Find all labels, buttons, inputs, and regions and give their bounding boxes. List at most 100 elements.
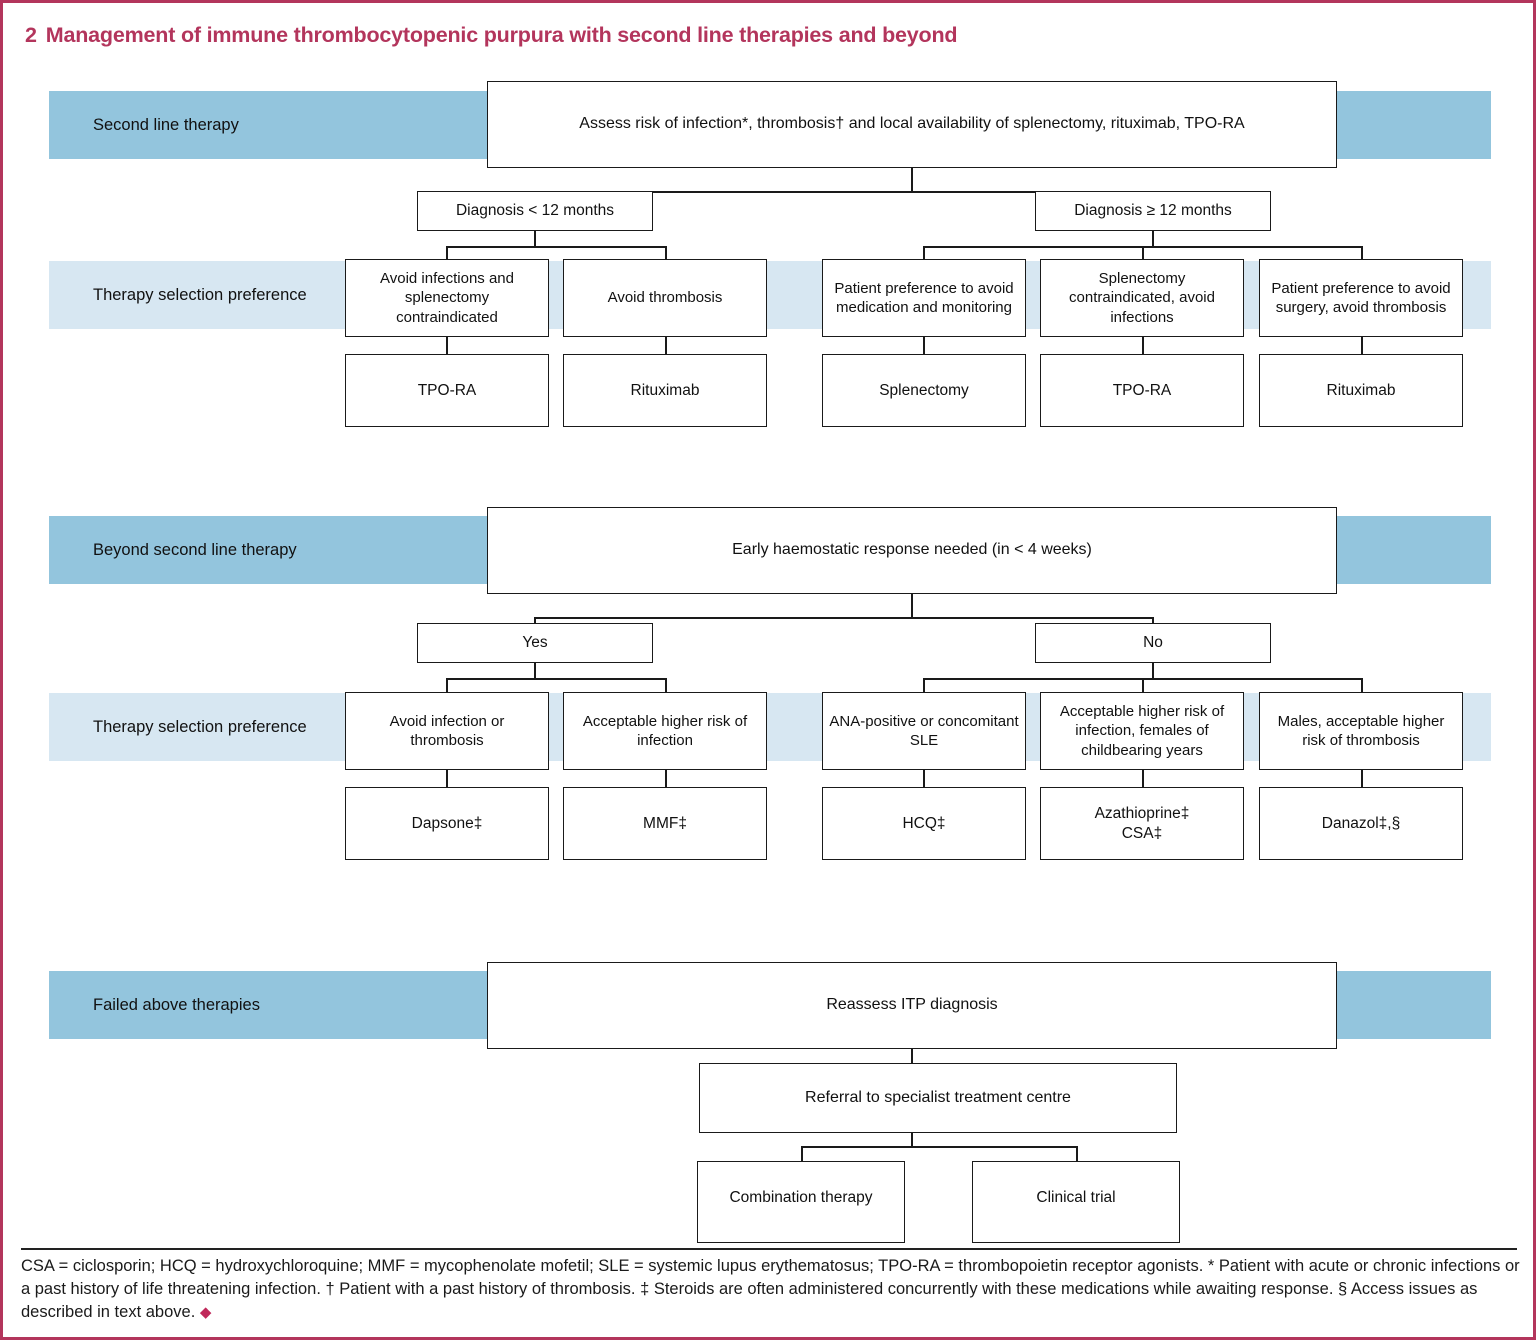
box-pref-5-label: Patient preference to avoid surgery, avo… xyxy=(1271,279,1451,316)
band-label-second-line: Second line therapy xyxy=(93,115,239,134)
connector-s2-root-bar xyxy=(534,617,1154,619)
connector-s1-left-bar xyxy=(446,246,666,248)
connector-s2-t5 xyxy=(1361,770,1363,787)
box-therapy-1-label: TPO-RA xyxy=(417,381,477,399)
connector-s3-opt2-drop xyxy=(1076,1146,1078,1162)
connector-s2-t4 xyxy=(1142,770,1144,787)
connector-s1-t4 xyxy=(1142,337,1144,354)
band-label-beyond-second-line: Beyond second line therapy xyxy=(93,540,297,559)
connector-s2-left-stem xyxy=(534,663,536,679)
box-s2-pref-2-label: Acceptable higher risk of infection xyxy=(582,712,748,749)
box-combination-therapy: Combination therapy xyxy=(697,1161,905,1243)
connector-s2-pref5-drop xyxy=(1361,678,1363,692)
box-therapy-dapsone: Dapsone‡ xyxy=(345,787,549,860)
connector-s2-pref3-drop xyxy=(923,678,925,692)
box-therapy-mmf: MMF‡ xyxy=(563,787,767,860)
box-diagnosis-less-12-months-label: Diagnosis < 12 months xyxy=(455,202,615,220)
box-s2-therapy-3-label: HCQ‡ xyxy=(902,814,946,832)
box-s2-pref-3-label: ANA-positive or concomitant SLE xyxy=(829,712,1019,749)
box-pref-avoid-surgery-avoid-thrombosis: Patient preference to avoid surgery, avo… xyxy=(1259,259,1463,337)
box-pref-avoid-infections-splenectomy-contraindicated: Avoid infections and splenectomy contrai… xyxy=(345,259,549,337)
connector-s1-t5 xyxy=(1361,337,1363,354)
box-pref-4-label: Splenectomy contraindicated, avoid infec… xyxy=(1069,270,1215,326)
box-pref-avoid-infection-or-thrombosis: Avoid infection or thrombosis xyxy=(345,692,549,770)
box-therapy-5-label: Rituximab xyxy=(1326,381,1396,399)
connector-s2-t1 xyxy=(446,770,448,787)
connector-s2-t3 xyxy=(923,770,925,787)
box-s2-therapy-4-line2: CSA‡ xyxy=(1121,824,1163,842)
box-early-response-no: No xyxy=(1035,623,1271,663)
box-s2-pref-4-label: Acceptable higher risk of infection, fem… xyxy=(1059,703,1225,759)
box-therapy-3-label: Splenectomy xyxy=(879,381,969,399)
figure-title-text: Management of immune thrombocytopenic pu… xyxy=(45,23,958,47)
box-assess-risk: Assess risk of infection*, thrombosis† a… xyxy=(487,81,1337,168)
box-pref-2-label: Avoid thrombosis xyxy=(607,289,723,307)
box-therapy-tpora-2: TPO-RA xyxy=(1040,354,1244,427)
connector-s3-split-bar xyxy=(801,1146,1077,1148)
box-therapy-rituximab-1: Rituximab xyxy=(563,354,767,427)
box-pref-3-label: Patient preference to avoid medication a… xyxy=(834,279,1014,316)
box-pref-1-label: Avoid infections and splenectomy contrai… xyxy=(380,270,514,326)
connector-s1-t3 xyxy=(923,337,925,354)
connector-s1-pref5-drop xyxy=(1361,246,1363,260)
box-yes-label: Yes xyxy=(522,634,548,652)
footnote-end-marker: ◆ xyxy=(199,1303,212,1321)
footnote-text: CSA = ciclosporin; HCQ = hydroxychloroqu… xyxy=(21,1257,1520,1321)
band-label-therapy-pref-2: Therapy selection preference xyxy=(93,717,307,736)
connector-s2-pref4-drop xyxy=(1142,678,1144,692)
box-therapy-4-label: TPO-RA xyxy=(1112,381,1172,399)
box-clinical-trial-label: Clinical trial xyxy=(1036,1189,1116,1206)
connector-s1-pref3-drop xyxy=(923,246,925,260)
connector-s2-t2 xyxy=(665,770,667,787)
footnote-divider xyxy=(21,1248,1517,1251)
box-therapy-hcq: HCQ‡ xyxy=(822,787,1026,860)
box-s2-pref-1-label: Avoid infection or thrombosis xyxy=(389,712,505,749)
figure-number: 2 xyxy=(25,23,37,47)
box-early-response-yes: Yes xyxy=(417,623,653,663)
box-no-label: No xyxy=(1143,634,1163,652)
connector-s2-root-stem xyxy=(911,594,913,618)
connector-s3-root-stem xyxy=(911,1049,913,1065)
box-pref-splenectomy-contraindicated-avoid-infections: Splenectomy contraindicated, avoid infec… xyxy=(1040,259,1244,337)
footnote: CSA = ciclosporin; HCQ = hydroxychloroqu… xyxy=(21,1255,1521,1323)
connector-s1-left-stem xyxy=(534,231,536,247)
box-s2-therapy-4-line1: Azathioprine‡ xyxy=(1094,804,1190,822)
box-early-haemostatic-response: Early haemostatic response needed (in < … xyxy=(487,507,1337,594)
box-pref-males-higher-risk-thrombosis: Males, acceptable higher risk of thrombo… xyxy=(1259,692,1463,770)
box-s2-therapy-2-label: MMF‡ xyxy=(643,814,687,832)
box-pref-acceptable-higher-risk-infection: Acceptable higher risk of infection xyxy=(563,692,767,770)
box-therapy-azathioprine-csa: Azathioprine‡ CSA‡ xyxy=(1040,787,1244,860)
box-s2-therapy-5-label: Danazol‡,§ xyxy=(1321,814,1401,832)
box-pref-higher-risk-females-childbearing: Acceptable higher risk of infection, fem… xyxy=(1040,692,1244,770)
connector-s2-left-bar xyxy=(446,678,666,680)
box-therapy-rituximab-2: Rituximab xyxy=(1259,354,1463,427)
box-diagnosis-less-12-months: Diagnosis < 12 months xyxy=(417,191,653,231)
box-pref-avoid-medication-monitoring: Patient preference to avoid medication a… xyxy=(822,259,1026,337)
box-diagnosis-ge-12-months-label: Diagnosis ≥ 12 months xyxy=(1074,202,1232,220)
connector-s1-root-bar xyxy=(534,191,1154,193)
box-clinical-trial: Clinical trial xyxy=(972,1161,1180,1243)
box-therapy-tpora-1: TPO-RA xyxy=(345,354,549,427)
box-assess-risk-label: Assess risk of infection*, thrombosis† a… xyxy=(579,115,1245,133)
connector-s1-right-stem xyxy=(1152,231,1154,247)
band-therapy-selection-preference-1: Therapy selection preference xyxy=(49,261,1491,329)
connector-s1-pref1-drop xyxy=(446,246,448,260)
box-reassess-itp-label: Reassess ITP diagnosis xyxy=(826,996,998,1014)
band-label-failed-above: Failed above therapies xyxy=(93,995,260,1014)
connector-s1-pref4-drop xyxy=(1142,246,1144,260)
page-title: 2 Management of immune thrombocytopenic p… xyxy=(25,23,1425,57)
connector-s2-pref2-drop xyxy=(665,678,667,692)
box-s2-therapy-1-label: Dapsone‡ xyxy=(411,814,483,832)
connector-s1-t1 xyxy=(446,337,448,354)
connector-s2-pref1-drop xyxy=(446,678,448,692)
connector-s1-t2 xyxy=(665,337,667,354)
box-referral-specialist-centre: Referral to specialist treatment centre xyxy=(699,1063,1177,1133)
box-early-haemostatic-response-label: Early haemostatic response needed (in < … xyxy=(732,541,1092,559)
box-therapy-2-label: Rituximab xyxy=(630,381,700,399)
box-diagnosis-ge-12-months: Diagnosis ≥ 12 months xyxy=(1035,191,1271,231)
connector-s3-split-stem xyxy=(911,1133,913,1147)
band-label-therapy-pref-1: Therapy selection preference xyxy=(93,285,307,304)
box-therapy-danazol: Danazol‡,§ xyxy=(1259,787,1463,860)
connector-s1-pref2-drop xyxy=(665,246,667,260)
